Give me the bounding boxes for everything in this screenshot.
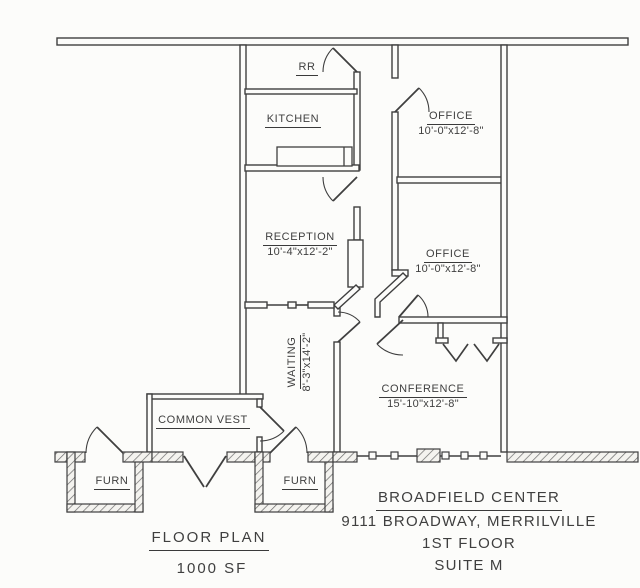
room-name-waiting: WAITING [286, 334, 301, 390]
address-street: 9111 BROADWAY, MERRILVILLE [341, 513, 597, 530]
hatched-walls-group [54, 448, 639, 513]
address-building: BROADFIELD CENTER [375, 487, 563, 511]
room-name-furn-left: FURN [93, 475, 131, 490]
room-name-rr: RR [296, 61, 318, 76]
kitchen-counter [276, 146, 353, 167]
walls-group [56, 37, 629, 453]
room-label-waiting: WAITING 8'-3"x14'-2" [286, 307, 318, 417]
room-dims-conference: 15'-10"x12'-8" [387, 398, 459, 410]
storefront-windows-group [357, 451, 501, 460]
room-name-office-top: OFFICE [427, 110, 475, 125]
room-label-office-top: OFFICE 10'-0"x12'-8" [405, 110, 497, 138]
address-suite: SUITE M [434, 557, 504, 574]
room-name-furn-right: FURN [281, 475, 319, 490]
window-mullion [479, 451, 488, 460]
drawing-area-text: 1000 SF [176, 560, 248, 577]
room-label-conference: CONFERENCE 15'-10"x12'-8" [363, 383, 483, 411]
room-dims-office-middle: 10'-0"x12'-8" [415, 263, 481, 275]
window-mullion [460, 451, 469, 460]
room-dims-office-top: 10'-0"x12'-8" [418, 125, 484, 137]
room-dims-waiting: 8'-3"x14'-2" [301, 332, 313, 392]
drawing-title: FLOOR PLAN [134, 527, 284, 551]
room-name-conference: CONFERENCE [379, 383, 467, 398]
room-name-reception: RECEPTION [263, 231, 337, 246]
doors-group [85, 47, 430, 488]
drawing-title-text: FLOOR PLAN [149, 527, 269, 551]
drawing-area: 1000 SF [134, 558, 290, 580]
room-label-furn-left: FURN [82, 475, 142, 490]
window-mullion [441, 451, 450, 460]
room-label-office-middle: OFFICE 10'-0"x12'-8" [402, 248, 494, 276]
room-label-furn-right: FURN [270, 475, 330, 490]
window-mullion [368, 451, 377, 460]
room-label-rr: RR [277, 61, 337, 76]
room-dims-reception: 10'-4"x12'-2" [267, 246, 333, 258]
reception-openings-group [244, 301, 335, 309]
closet-bifold-doors [442, 343, 500, 363]
room-name-office-middle: OFFICE [424, 248, 472, 263]
room-label-common-vest: COMMON VEST [150, 414, 256, 429]
room-name-kitchen: KITCHEN [264, 113, 322, 128]
window-mullion [390, 451, 399, 460]
room-label-kitchen: KITCHEN [253, 113, 333, 128]
room-label-reception: RECEPTION 10'-4"x12'-2" [252, 231, 348, 259]
address-floor: 1ST FLOOR [422, 535, 516, 552]
room-name-common-vest: COMMON VEST [156, 414, 250, 429]
address-block: BROADFIELD CENTER 9111 BROADWAY, MERRILV… [338, 487, 600, 577]
